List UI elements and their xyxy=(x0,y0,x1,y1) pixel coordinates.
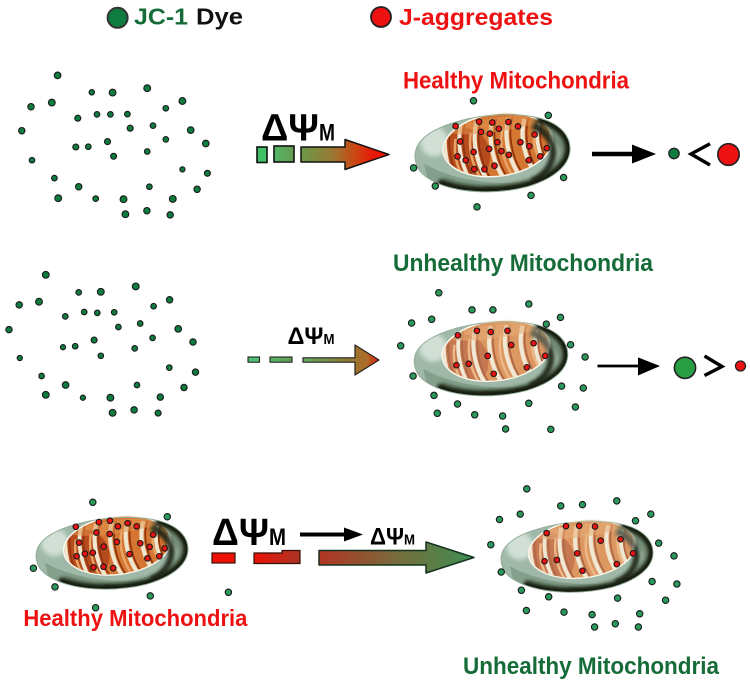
svg-text:Unhealthy Mitochondria: Unhealthy Mitochondria xyxy=(393,250,654,277)
svg-text:Healthy Mitochondria: Healthy Mitochondria xyxy=(23,605,248,631)
svg-text:ΔΨ: ΔΨ xyxy=(288,323,324,350)
svg-text:M: M xyxy=(269,524,286,551)
svg-text:Healthy Mitochondria: Healthy Mitochondria xyxy=(403,68,630,95)
svg-text:ΔΨ: ΔΨ xyxy=(261,108,319,150)
svg-text:M: M xyxy=(324,331,335,348)
svg-text:M: M xyxy=(404,532,415,549)
svg-text:J-aggregates: J-aggregates xyxy=(399,4,553,30)
svg-text:ΔΨ: ΔΨ xyxy=(370,524,404,551)
svg-text:M: M xyxy=(319,120,335,147)
svg-text:ΔΨ: ΔΨ xyxy=(212,512,269,554)
svg-text:Dye: Dye xyxy=(196,4,243,30)
svg-text:Unhealthy Mitochondria: Unhealthy Mitochondria xyxy=(463,653,720,680)
svg-text:JC-1: JC-1 xyxy=(134,4,188,30)
